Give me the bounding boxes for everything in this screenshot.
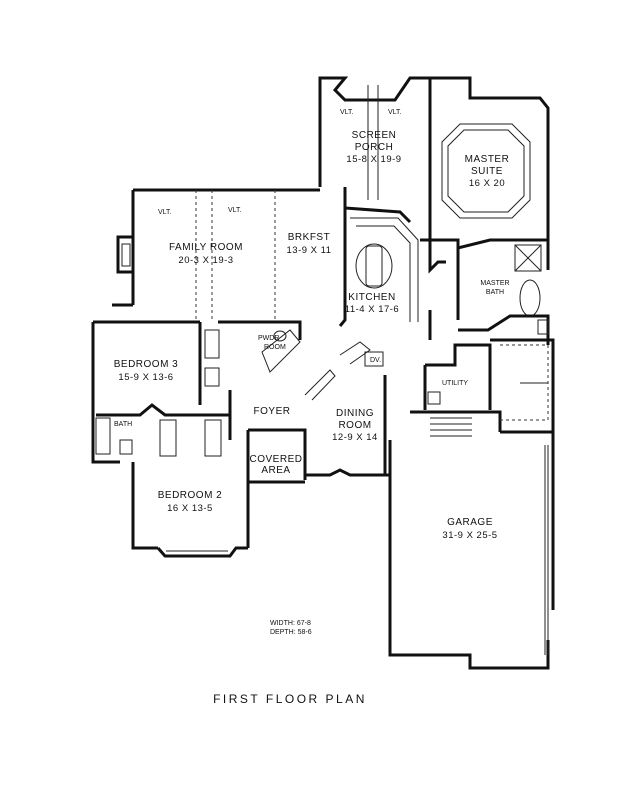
garage-walls (388, 338, 555, 670)
bedroom3-size: 15-9 X 13-6 (118, 372, 173, 383)
dining-size: 12-9 X 14 (332, 432, 378, 443)
screen-porch-walls (318, 76, 430, 224)
foyer-walls (228, 369, 336, 484)
kitchen-name: KITCHEN (348, 292, 395, 303)
kitchen-walls (338, 208, 446, 367)
brkfst-size: 13-9 X 11 (287, 245, 332, 256)
powder-room-walls (218, 320, 302, 373)
oven-label: DV. (370, 357, 381, 364)
overall-depth: DEPTH: 58-6 (270, 629, 312, 636)
dining-walls (305, 375, 390, 477)
screen-porch-name-2: PORCH (355, 142, 394, 153)
bedroom3-name: BEDROOM 3 (114, 359, 179, 370)
family-room-size: 20-3 X 19-3 (178, 255, 233, 266)
master-suite-name-1: MASTER (465, 154, 510, 165)
overall-width: WIDTH: 67-8 (270, 620, 311, 627)
family-room-name: FAMILY ROOM (169, 242, 243, 253)
dining-name-2: ROOM (338, 420, 371, 431)
plan-title: FIRST FLOOR PLAN (213, 692, 367, 706)
bath-name: BATH (114, 421, 132, 428)
garage-name: GARAGE (447, 517, 493, 528)
dining-name-1: DINING (336, 408, 374, 419)
covered-area-name-2: AREA (261, 465, 290, 476)
porch-vault-label-1: VLT. (340, 109, 354, 116)
powder-room-name-1: PWDR (258, 335, 279, 342)
screen-porch-name-1: SCREEN (352, 130, 397, 141)
foyer-name: FOYER (254, 406, 291, 417)
utility-name: UTILITY (442, 380, 468, 387)
bedroom2-size: 16 X 13-5 (167, 503, 213, 514)
bath-walls (95, 403, 230, 457)
porch-vault-label-2: VLT. (388, 109, 402, 116)
screen-porch-size: 15-8 X 19-9 (346, 154, 401, 165)
bedroom3-walls (91, 320, 220, 464)
master-suite-name-2: SUITE (471, 166, 503, 177)
brkfst-name: BRKFST (288, 232, 330, 243)
family-vault-label-1: VLT. (158, 209, 172, 216)
family-room-walls (112, 188, 320, 320)
family-vault-label-2: VLT. (228, 207, 242, 214)
master-bath-walls (456, 244, 550, 345)
bedroom2-name: BEDROOM 2 (158, 490, 223, 501)
utility-walls (410, 343, 502, 437)
garage-size: 31-9 X 25-5 (442, 530, 497, 541)
master-suite-size: 16 X 20 (469, 178, 505, 189)
kitchen-size: 11-4 X 17-6 (345, 304, 399, 315)
powder-room-name-2: ROOM (264, 344, 286, 351)
master-bath-name-2: BATH (486, 289, 504, 296)
master-bath-name-1: MASTER (480, 280, 509, 287)
covered-area-name-1: COVERED (250, 454, 303, 465)
